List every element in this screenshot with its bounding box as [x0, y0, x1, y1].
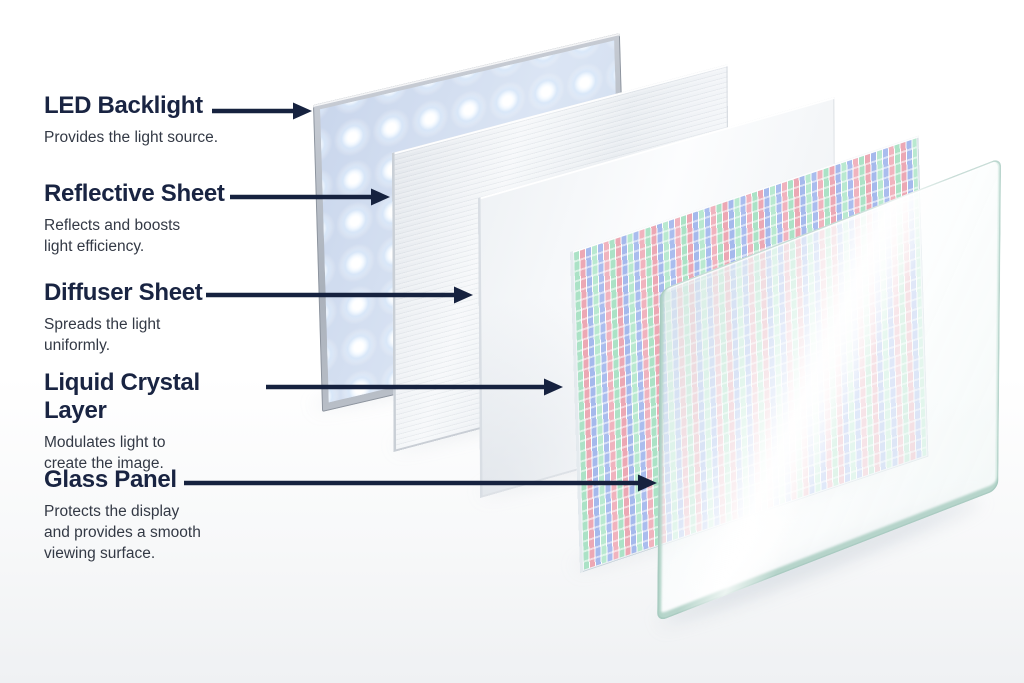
label-liquid-crystal-layer: Liquid Crystal Layer Modulates light to … — [44, 369, 244, 474]
label-led-backlight: LED Backlight Provides the light source. — [44, 92, 244, 148]
label-heading-diffuser-sheet: Diffuser Sheet — [44, 279, 203, 306]
label-description-led-backlight: Provides the light source. — [44, 129, 219, 146]
label-description-diffuser-sheet: Spreads the light uniformly. — [44, 316, 161, 354]
label-description-reflective-sheet: Reflects and boosts light efficiency. — [44, 217, 181, 255]
label-heading-glass-panel: Glass Panel — [44, 466, 177, 493]
label-heading-led-backlight: LED Backlight — [44, 92, 203, 119]
label-description-glass-panel: Protects the display and provides a smoo… — [44, 503, 201, 562]
label-heading-liquid-crystal-layer: Liquid Crystal Layer — [44, 369, 200, 424]
label-heading-reflective-sheet: Reflective Sheet — [44, 180, 225, 207]
label-glass-panel: Glass Panel Protects the display and pro… — [44, 466, 244, 564]
label-reflective-sheet: Reflective Sheet Reflects and boosts lig… — [44, 180, 244, 257]
label-diffuser-sheet: Diffuser Sheet Spreads the light uniform… — [44, 279, 244, 356]
label-description-liquid-crystal-layer: Modulates light to create the image. — [44, 434, 166, 472]
